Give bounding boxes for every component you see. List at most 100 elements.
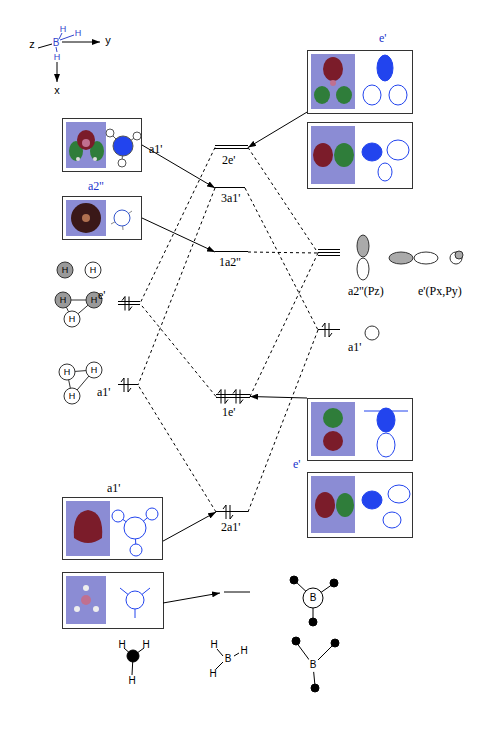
- level-label: a1': [97, 386, 111, 399]
- h-orbital: [86, 362, 102, 378]
- atom-circle: [112, 510, 124, 522]
- atom-sphere: [93, 157, 97, 161]
- atom-circle: [130, 544, 142, 556]
- energy-level: a1': [118, 384, 138, 386]
- energy-level-line: [224, 592, 250, 593]
- h-orbital: [59, 364, 75, 380]
- atom-sphere: [93, 606, 99, 612]
- atom-label: H: [60, 296, 67, 305]
- symmetry-label: e': [379, 32, 387, 45]
- electron-up: [223, 505, 226, 519]
- energy-level-line: [318, 249, 340, 250]
- level-lines: [318, 249, 340, 257]
- orbital-lobe: [357, 258, 369, 280]
- orbital-lobe: [71, 203, 101, 233]
- electron-up: [322, 323, 325, 337]
- atom-label: H: [64, 368, 71, 377]
- atom-label: H: [62, 266, 69, 275]
- y-axis: [62, 42, 100, 43]
- level-label: a1': [348, 341, 362, 354]
- bond-line: [234, 653, 239, 656]
- orbital-box: [63, 573, 164, 629]
- orbital-lobe: [323, 57, 343, 81]
- atom-label: H: [210, 640, 217, 650]
- atom-label: H: [69, 392, 76, 401]
- atom-label: B: [225, 654, 232, 664]
- bond-line: [216, 662, 223, 669]
- h-orbital: [85, 262, 101, 278]
- atom-label: H: [69, 315, 76, 324]
- orbital-lobe: [336, 86, 352, 104]
- level-lines: [318, 329, 340, 331]
- correlation-line: [140, 304, 216, 397]
- level-lines: [215, 251, 248, 253]
- orbital-lobe: [377, 408, 395, 432]
- atom-circle: [146, 508, 158, 520]
- atom-circle: [303, 588, 323, 608]
- bond-line: [364, 411, 408, 412]
- atom-label: H: [90, 266, 97, 275]
- correlation-line: [250, 253, 318, 397]
- orbital-lobe: [363, 85, 381, 105]
- orbital-lobe: [378, 163, 392, 181]
- h-orbital: [55, 292, 71, 308]
- x-axis: [57, 62, 58, 82]
- atom-dot: [311, 684, 319, 692]
- atom-circle: [106, 129, 114, 137]
- atom-dot: [290, 576, 298, 584]
- symmetry-label: a1': [107, 482, 121, 495]
- atom-circle: [133, 132, 141, 140]
- level-lines: [216, 511, 248, 513]
- atom-label: z: [29, 39, 35, 50]
- atom-ball: [127, 650, 139, 662]
- correlation-line: [138, 188, 215, 385]
- atom-label: x: [54, 85, 60, 96]
- atom-sphere: [82, 139, 90, 147]
- ball-drawing: [120, 588, 150, 618]
- orbital-box: a2'': [62, 196, 142, 240]
- energy-level: a1': [318, 329, 340, 331]
- level-label: e': [98, 289, 106, 302]
- energy-level: 3a1': [215, 187, 245, 189]
- lobe-drawing: [364, 408, 408, 457]
- atom-label: H: [128, 676, 135, 686]
- lobe-drawing: [362, 140, 409, 181]
- ball-drawing: [111, 210, 132, 230]
- correlation-line: [245, 188, 318, 330]
- orbital-lobe: [362, 143, 382, 161]
- orbital-lobe: [334, 143, 354, 167]
- energy-level: 1e': [216, 394, 250, 399]
- atom-sphere: [330, 80, 336, 86]
- symmetry-label: a1': [149, 143, 163, 156]
- leader-arrow: [142, 218, 215, 252]
- h-orbital: [57, 262, 73, 278]
- bond-line: [217, 649, 223, 656]
- level-lines: [216, 394, 250, 399]
- orbital-render: [311, 54, 355, 109]
- atom-label: H: [75, 29, 82, 38]
- energy-level-line: [215, 145, 248, 146]
- atom-label: B: [310, 593, 317, 603]
- leader-arrow: [250, 397, 307, 399]
- orbital-render: [311, 126, 355, 184]
- orbital-box: a1': [62, 118, 142, 172]
- h-orbital: [64, 388, 80, 404]
- energy-level: 2e': [215, 145, 248, 150]
- orbital-lobe: [450, 252, 462, 264]
- correlation-line: [248, 148, 318, 254]
- orbital-lobe: [313, 143, 333, 167]
- lobe-drawing: [363, 55, 407, 105]
- electron-down: [329, 323, 332, 337]
- level-lines: [118, 384, 138, 386]
- atom-label: y: [105, 35, 111, 46]
- energy-level: a2''(Pz)e'(Px,Py): [318, 249, 340, 257]
- ball-drawing: [106, 129, 141, 167]
- z-axis: [38, 44, 52, 48]
- ball-drawing: [112, 508, 158, 556]
- orbital-sphere: [124, 517, 146, 539]
- atom-label: H: [60, 25, 67, 34]
- orbital-render: [66, 122, 106, 168]
